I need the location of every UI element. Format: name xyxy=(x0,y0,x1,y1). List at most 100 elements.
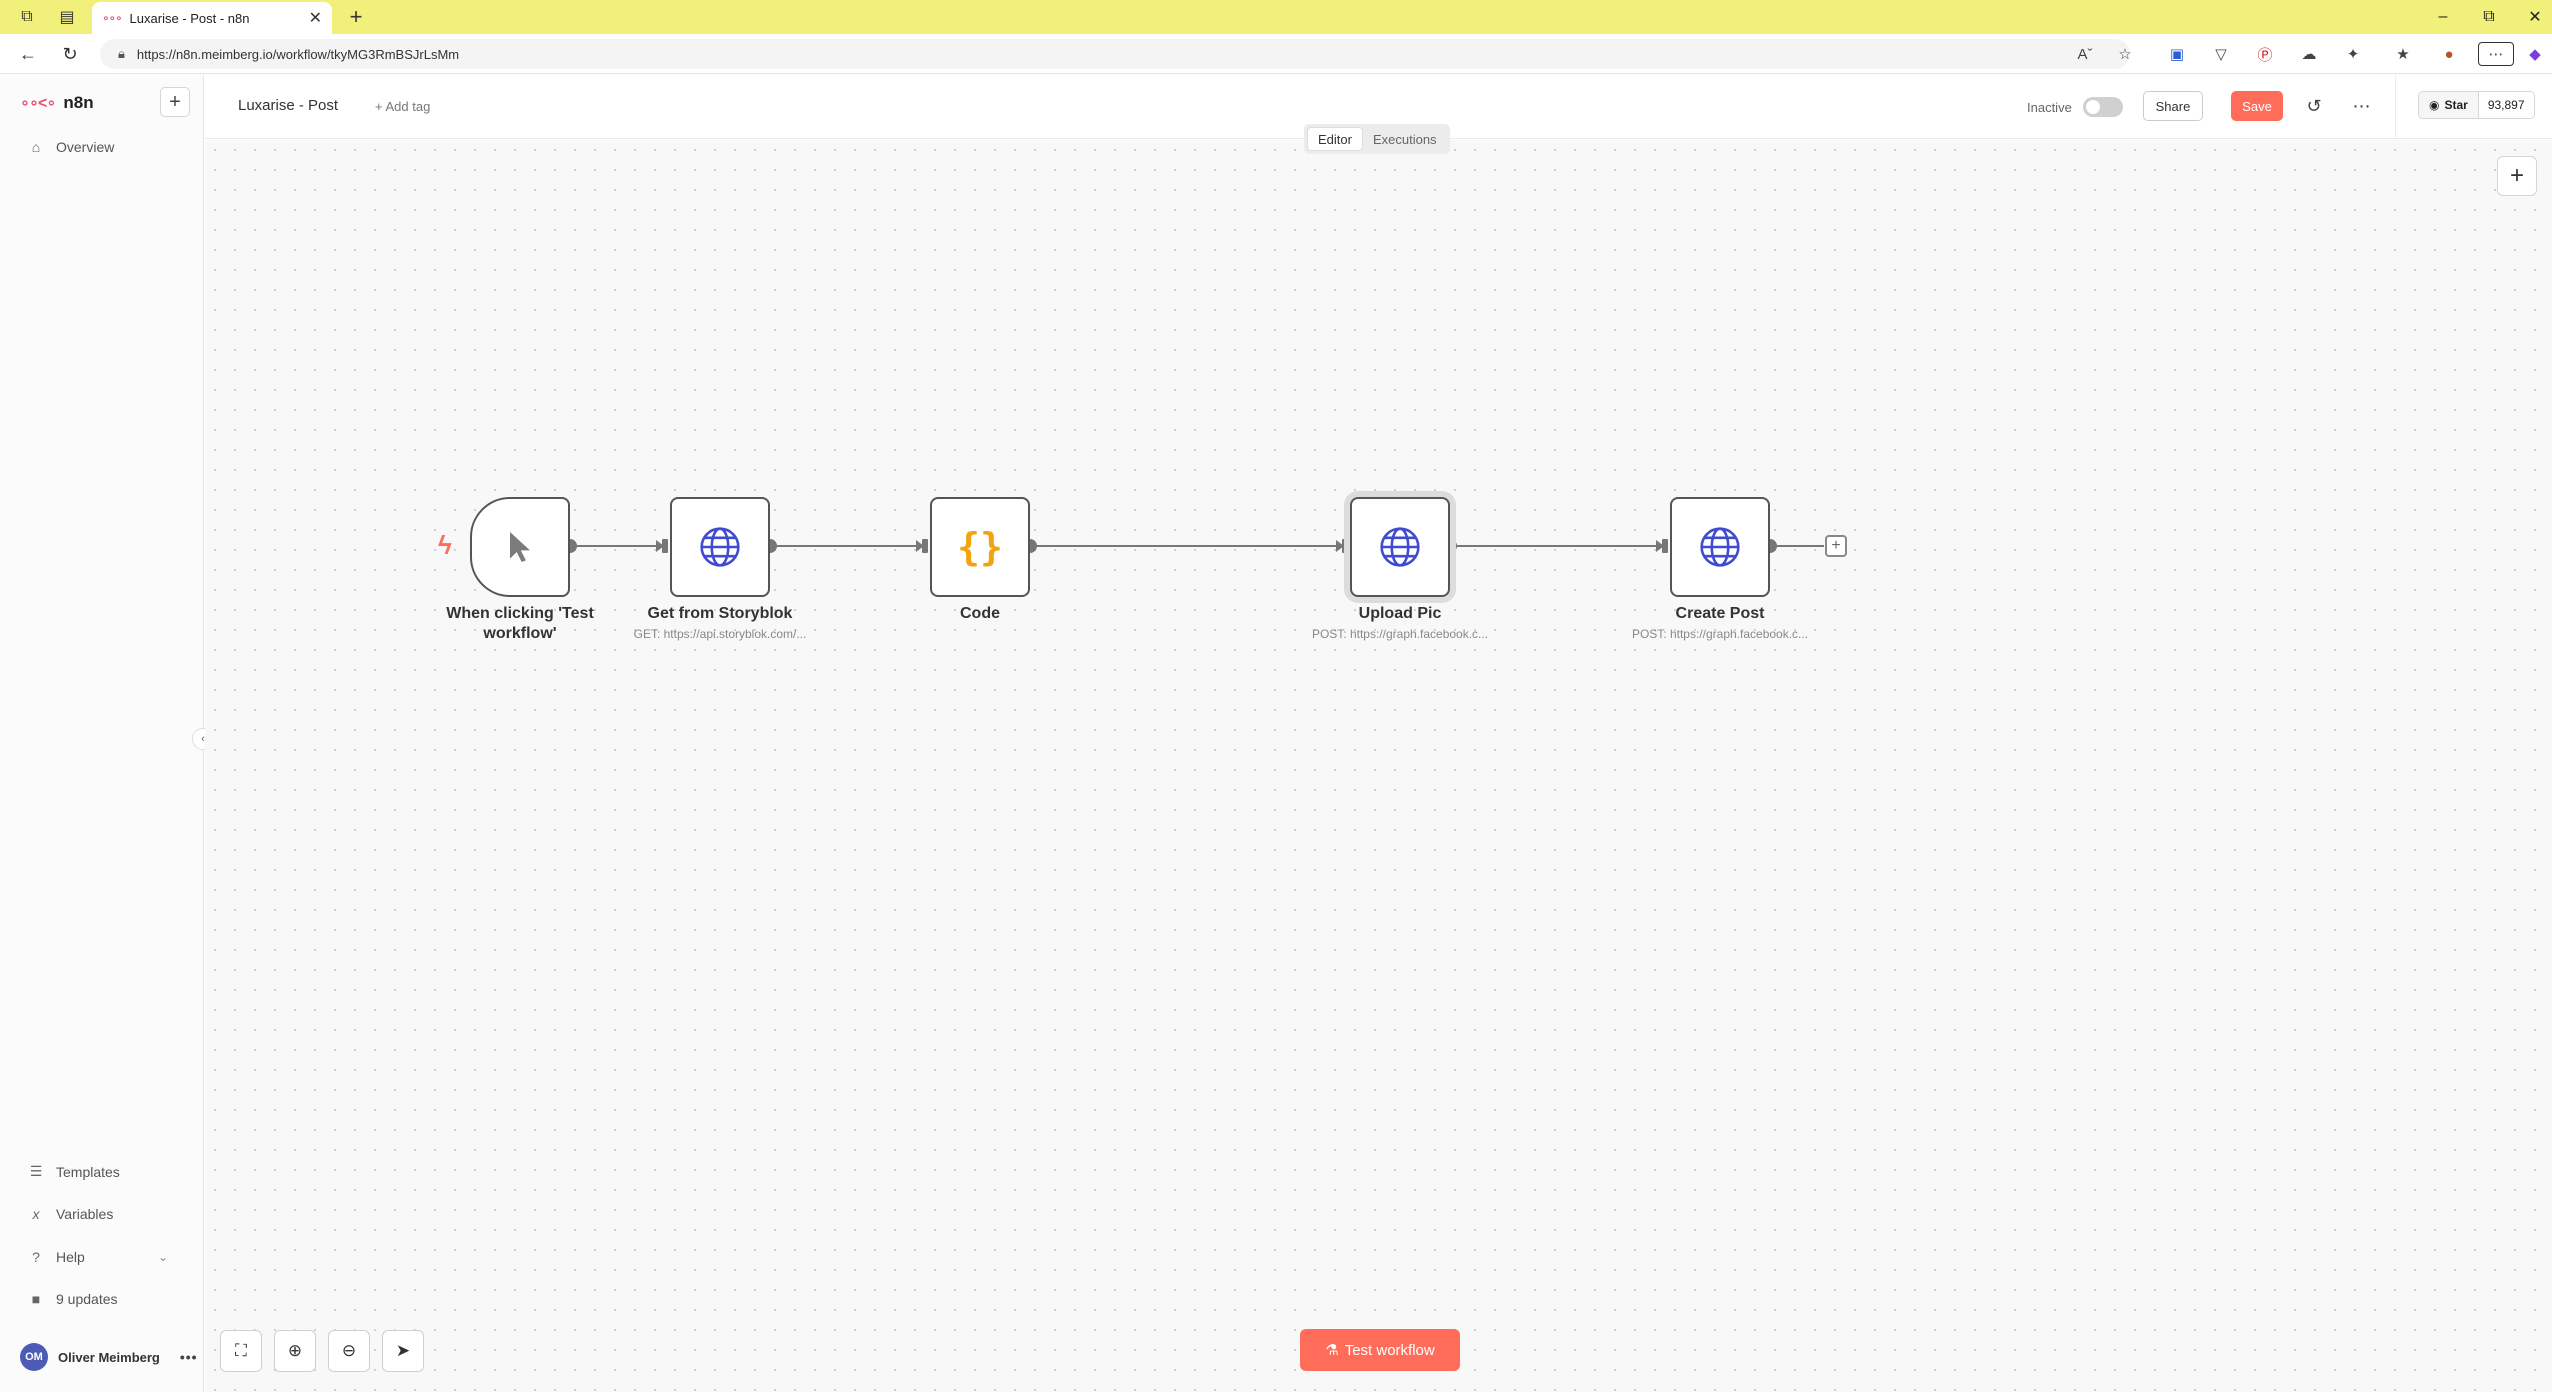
workspaces-icon[interactable]: ⧉ xyxy=(21,8,33,25)
test-workflow-button[interactable]: ⚗︎ Test workflow xyxy=(1300,1329,1460,1371)
tab-editor[interactable]: Editor xyxy=(1307,127,1363,151)
github-star-label[interactable]: ◉ Star xyxy=(2419,92,2479,118)
back-icon[interactable]: ← xyxy=(19,43,37,64)
brand-name: n8n xyxy=(63,93,94,112)
zoom-out-button[interactable]: ⊖ xyxy=(328,1330,370,1372)
activate-toggle[interactable] xyxy=(2083,97,2123,117)
tidy-up-button[interactable]: ➤ xyxy=(382,1330,424,1372)
n8n-logo[interactable]: ∘∘<∘ n8n xyxy=(20,93,94,113)
globe-icon xyxy=(1700,527,1740,567)
sidebar-item-help[interactable]: ? Help ⌄ xyxy=(28,1249,168,1265)
sidebar-item-label: Templates xyxy=(56,1163,120,1180)
cloud-icon[interactable]: ☁︎ xyxy=(2301,46,2317,63)
sidebar-item-updates[interactable]: ■ 9 updates xyxy=(28,1291,118,1307)
close-window-icon[interactable]: ✕ xyxy=(2528,9,2542,26)
share-button[interactable]: Share xyxy=(2143,91,2203,121)
create-button[interactable]: + xyxy=(160,87,190,117)
n8n-logo-icon: ∘∘<∘ xyxy=(20,95,56,112)
node-subtitle: GET: https://api.storyblok.com/... xyxy=(633,627,807,641)
tab-title: Luxarise - Post - n8n xyxy=(129,10,250,26)
add-tag-link[interactable]: + Add tag xyxy=(375,99,431,114)
workflow-canvas[interactable] xyxy=(205,140,2552,1392)
github-icon: ◉ xyxy=(2429,98,2440,112)
user-name: Oliver Meimberg xyxy=(58,1349,160,1365)
more-options-icon[interactable]: ••• xyxy=(179,1349,198,1365)
node-code[interactable]: {} xyxy=(930,497,1030,597)
workflow-name[interactable]: Luxarise - Post xyxy=(238,97,339,114)
add-node-button[interactable]: + xyxy=(2497,156,2537,196)
globe-icon xyxy=(1380,527,1420,567)
favorites-icon[interactable]: ★ xyxy=(2396,46,2410,63)
view-switcher: Editor Executions xyxy=(1304,124,1450,154)
node-manual-trigger[interactable] xyxy=(470,497,570,597)
trigger-bolt-icon: ϟ xyxy=(438,530,452,560)
help-icon: ? xyxy=(32,1249,40,1265)
variables-icon: x xyxy=(32,1206,40,1222)
zoom-out-icon: ⊖ xyxy=(341,1341,357,1360)
node-title: Create Post xyxy=(1675,605,1765,622)
pinterest-icon[interactable]: Ⓟ xyxy=(2257,46,2273,64)
sidebar-item-templates[interactable]: ☰ Templates xyxy=(28,1163,120,1180)
sidebar-item-label: Help xyxy=(56,1249,85,1265)
tab-actions-icon[interactable]: ▤ xyxy=(59,9,75,26)
browser-tab[interactable]: ∘∘∘ Luxarise - Post - n8n ✕ xyxy=(92,2,332,34)
zoom-in-icon: ⊕ xyxy=(287,1341,303,1360)
n8n-favicon-icon: ∘∘∘ xyxy=(102,11,123,25)
template-icon: ☰ xyxy=(29,1163,43,1179)
activation-status: Inactive xyxy=(2027,100,2072,115)
github-star-count: 93,897 xyxy=(2478,92,2534,118)
browser-address-bar: ← ↻ 🔒︎ https://n8n.meimberg.io/workflow/… xyxy=(0,34,2552,74)
node-subtitle: POST: https://graph.facebook.c... xyxy=(1311,627,1489,641)
history-icon[interactable]: ↺ xyxy=(2306,95,2322,116)
code-braces-icon: {} xyxy=(957,525,1003,569)
save-button[interactable]: Save xyxy=(2231,91,2283,121)
fit-view-icon: ⛶ xyxy=(235,1341,247,1360)
chevron-down-icon: ⌄ xyxy=(158,1250,169,1264)
sidebar-item-variables[interactable]: x Variables xyxy=(28,1206,114,1222)
flask-icon: ⚗︎ xyxy=(1325,1342,1339,1359)
cursor-icon: ➤ xyxy=(395,1341,411,1360)
gift-icon: ■ xyxy=(31,1291,41,1307)
node-create-post[interactable] xyxy=(1670,497,1770,597)
minimize-icon[interactable]: – xyxy=(2438,8,2448,25)
browser-tab-bar: ⧉ ▤ ∘∘∘ Luxarise - Post - n8n ✕ + – ⧉ ✕ xyxy=(0,0,2552,34)
profile-icon[interactable]: ● xyxy=(2444,45,2454,63)
read-aloud-icon[interactable]: Aˇ xyxy=(2077,45,2093,63)
more-actions-icon[interactable]: ⋯ xyxy=(2352,95,2372,116)
extensions-icon[interactable]: ✦ xyxy=(2346,46,2360,63)
browser-menu-icon[interactable]: ⋯ xyxy=(2478,42,2514,66)
avatar: OM xyxy=(20,1343,48,1371)
fit-view-button[interactable]: ⛶ xyxy=(220,1330,262,1372)
node-upload-pic[interactable] xyxy=(1350,497,1450,597)
node-title: Code xyxy=(960,605,1000,622)
restore-icon[interactable]: ⧉ xyxy=(2483,8,2495,25)
reload-icon[interactable]: ↻ xyxy=(62,43,78,64)
globe-icon xyxy=(700,527,740,567)
github-star-button[interactable]: ◉ Star 93,897 xyxy=(2418,91,2535,119)
close-tab-icon[interactable]: ✕ xyxy=(308,10,322,27)
sidebar-item-label: Overview xyxy=(56,139,115,155)
bitwarden-icon[interactable]: ▣ xyxy=(2169,46,2185,63)
user-menu[interactable]: OM Oliver Meimberg ••• xyxy=(20,1343,198,1371)
copilot-icon[interactable]: ◆ xyxy=(2529,46,2541,63)
node-title: When clicking 'Test workflow' xyxy=(446,605,594,642)
home-icon: ⌂ xyxy=(31,139,41,155)
node-title: Upload Pic xyxy=(1358,605,1442,622)
tab-executions[interactable]: Executions xyxy=(1372,131,1437,147)
lock-icon: 🔒︎ xyxy=(118,46,125,61)
zoom-in-button[interactable]: ⊕ xyxy=(274,1330,316,1372)
pointer-icon xyxy=(510,532,530,562)
favorite-star-icon[interactable]: ☆ xyxy=(2118,46,2132,63)
sidebar-item-overview[interactable]: ⌂ Overview xyxy=(28,139,115,155)
main-sidebar: ∘∘<∘ n8n + ⌂ Overview ☰ Templates x Vari… xyxy=(0,75,204,1392)
sidebar-item-label: 9 updates xyxy=(56,1291,118,1307)
node-get-from-storyblok[interactable] xyxy=(670,497,770,597)
node-subtitle: POST: https://graph.facebook.c... xyxy=(1631,627,1809,641)
add-next-node-button[interactable]: + xyxy=(1825,535,1847,557)
url-field[interactable]: 🔒︎ https://n8n.meimberg.io/workflow/tkyM… xyxy=(100,39,2130,69)
sidebar-item-label: Variables xyxy=(56,1206,114,1222)
pocket-icon[interactable]: ▽ xyxy=(2215,46,2227,63)
star-text: Star xyxy=(2444,98,2468,112)
new-tab-button[interactable]: + xyxy=(349,4,363,29)
node-title: Get from Storyblok xyxy=(647,605,793,622)
